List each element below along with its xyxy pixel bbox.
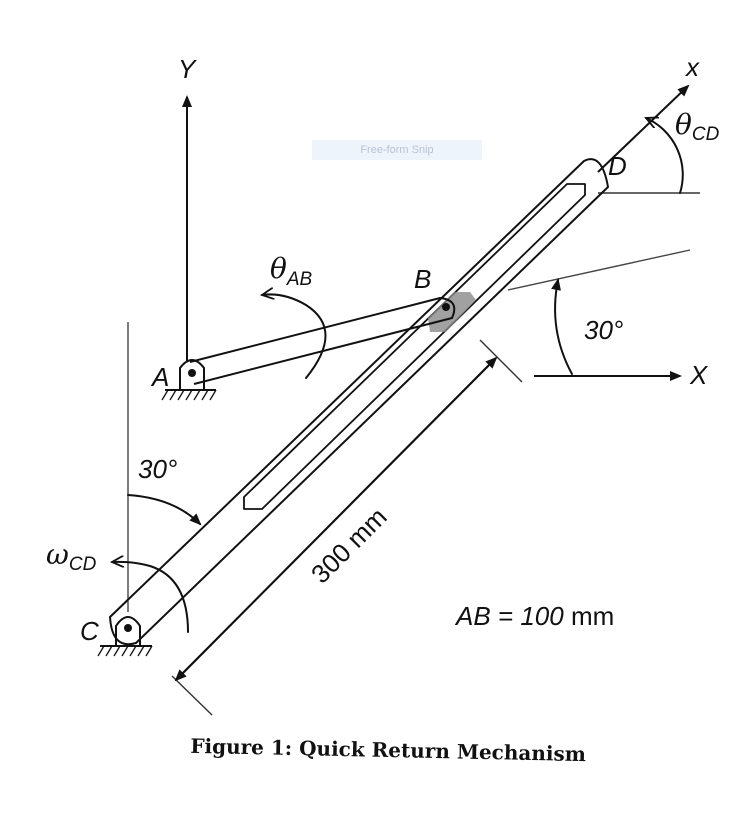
- omega-cd-arc: [112, 562, 189, 633]
- slider-block: [428, 292, 476, 332]
- incline-angle-arc: [551, 278, 573, 375]
- incline-reference-line: [507, 249, 691, 291]
- pin-support-a: [161, 359, 217, 401]
- rod-cd: [109, 158, 609, 646]
- point-d-label: D: [608, 151, 627, 181]
- free-form-snip-overlay: Free-form Snip: [312, 140, 482, 160]
- omega-cd-label: ωCD: [46, 538, 97, 575]
- x-axis-label: X: [689, 360, 709, 390]
- rod-axis-label: x: [684, 52, 700, 82]
- vertical-angle-label: 30°: [138, 454, 177, 484]
- theta-ab-arc: [262, 294, 327, 379]
- pin-b: [442, 303, 450, 311]
- pin-support-c: [97, 616, 153, 657]
- point-c-label: C: [80, 616, 99, 646]
- point-b-label: B: [414, 264, 431, 294]
- y-axis-label: Y: [178, 54, 197, 84]
- rod-length-label: 300 mm: [305, 502, 393, 590]
- theta-ab-label: θAB: [270, 252, 313, 290]
- rod-axis-extension: [597, 84, 690, 173]
- ab-length-label: AB = 100 mm: [454, 601, 614, 631]
- incline-angle-label: 30°: [584, 315, 623, 345]
- link-ab: [189, 297, 456, 385]
- figure-caption: Figure 1: Quick Return Mechanism: [190, 734, 586, 766]
- theta-cd-arc: [646, 118, 684, 194]
- theta-cd-label: θCD: [675, 108, 720, 145]
- point-a-label: A: [150, 362, 169, 392]
- rod-length-dimension: [171, 339, 523, 716]
- rod-slot: [243, 183, 586, 510]
- vertical-angle-arc: [127, 494, 202, 526]
